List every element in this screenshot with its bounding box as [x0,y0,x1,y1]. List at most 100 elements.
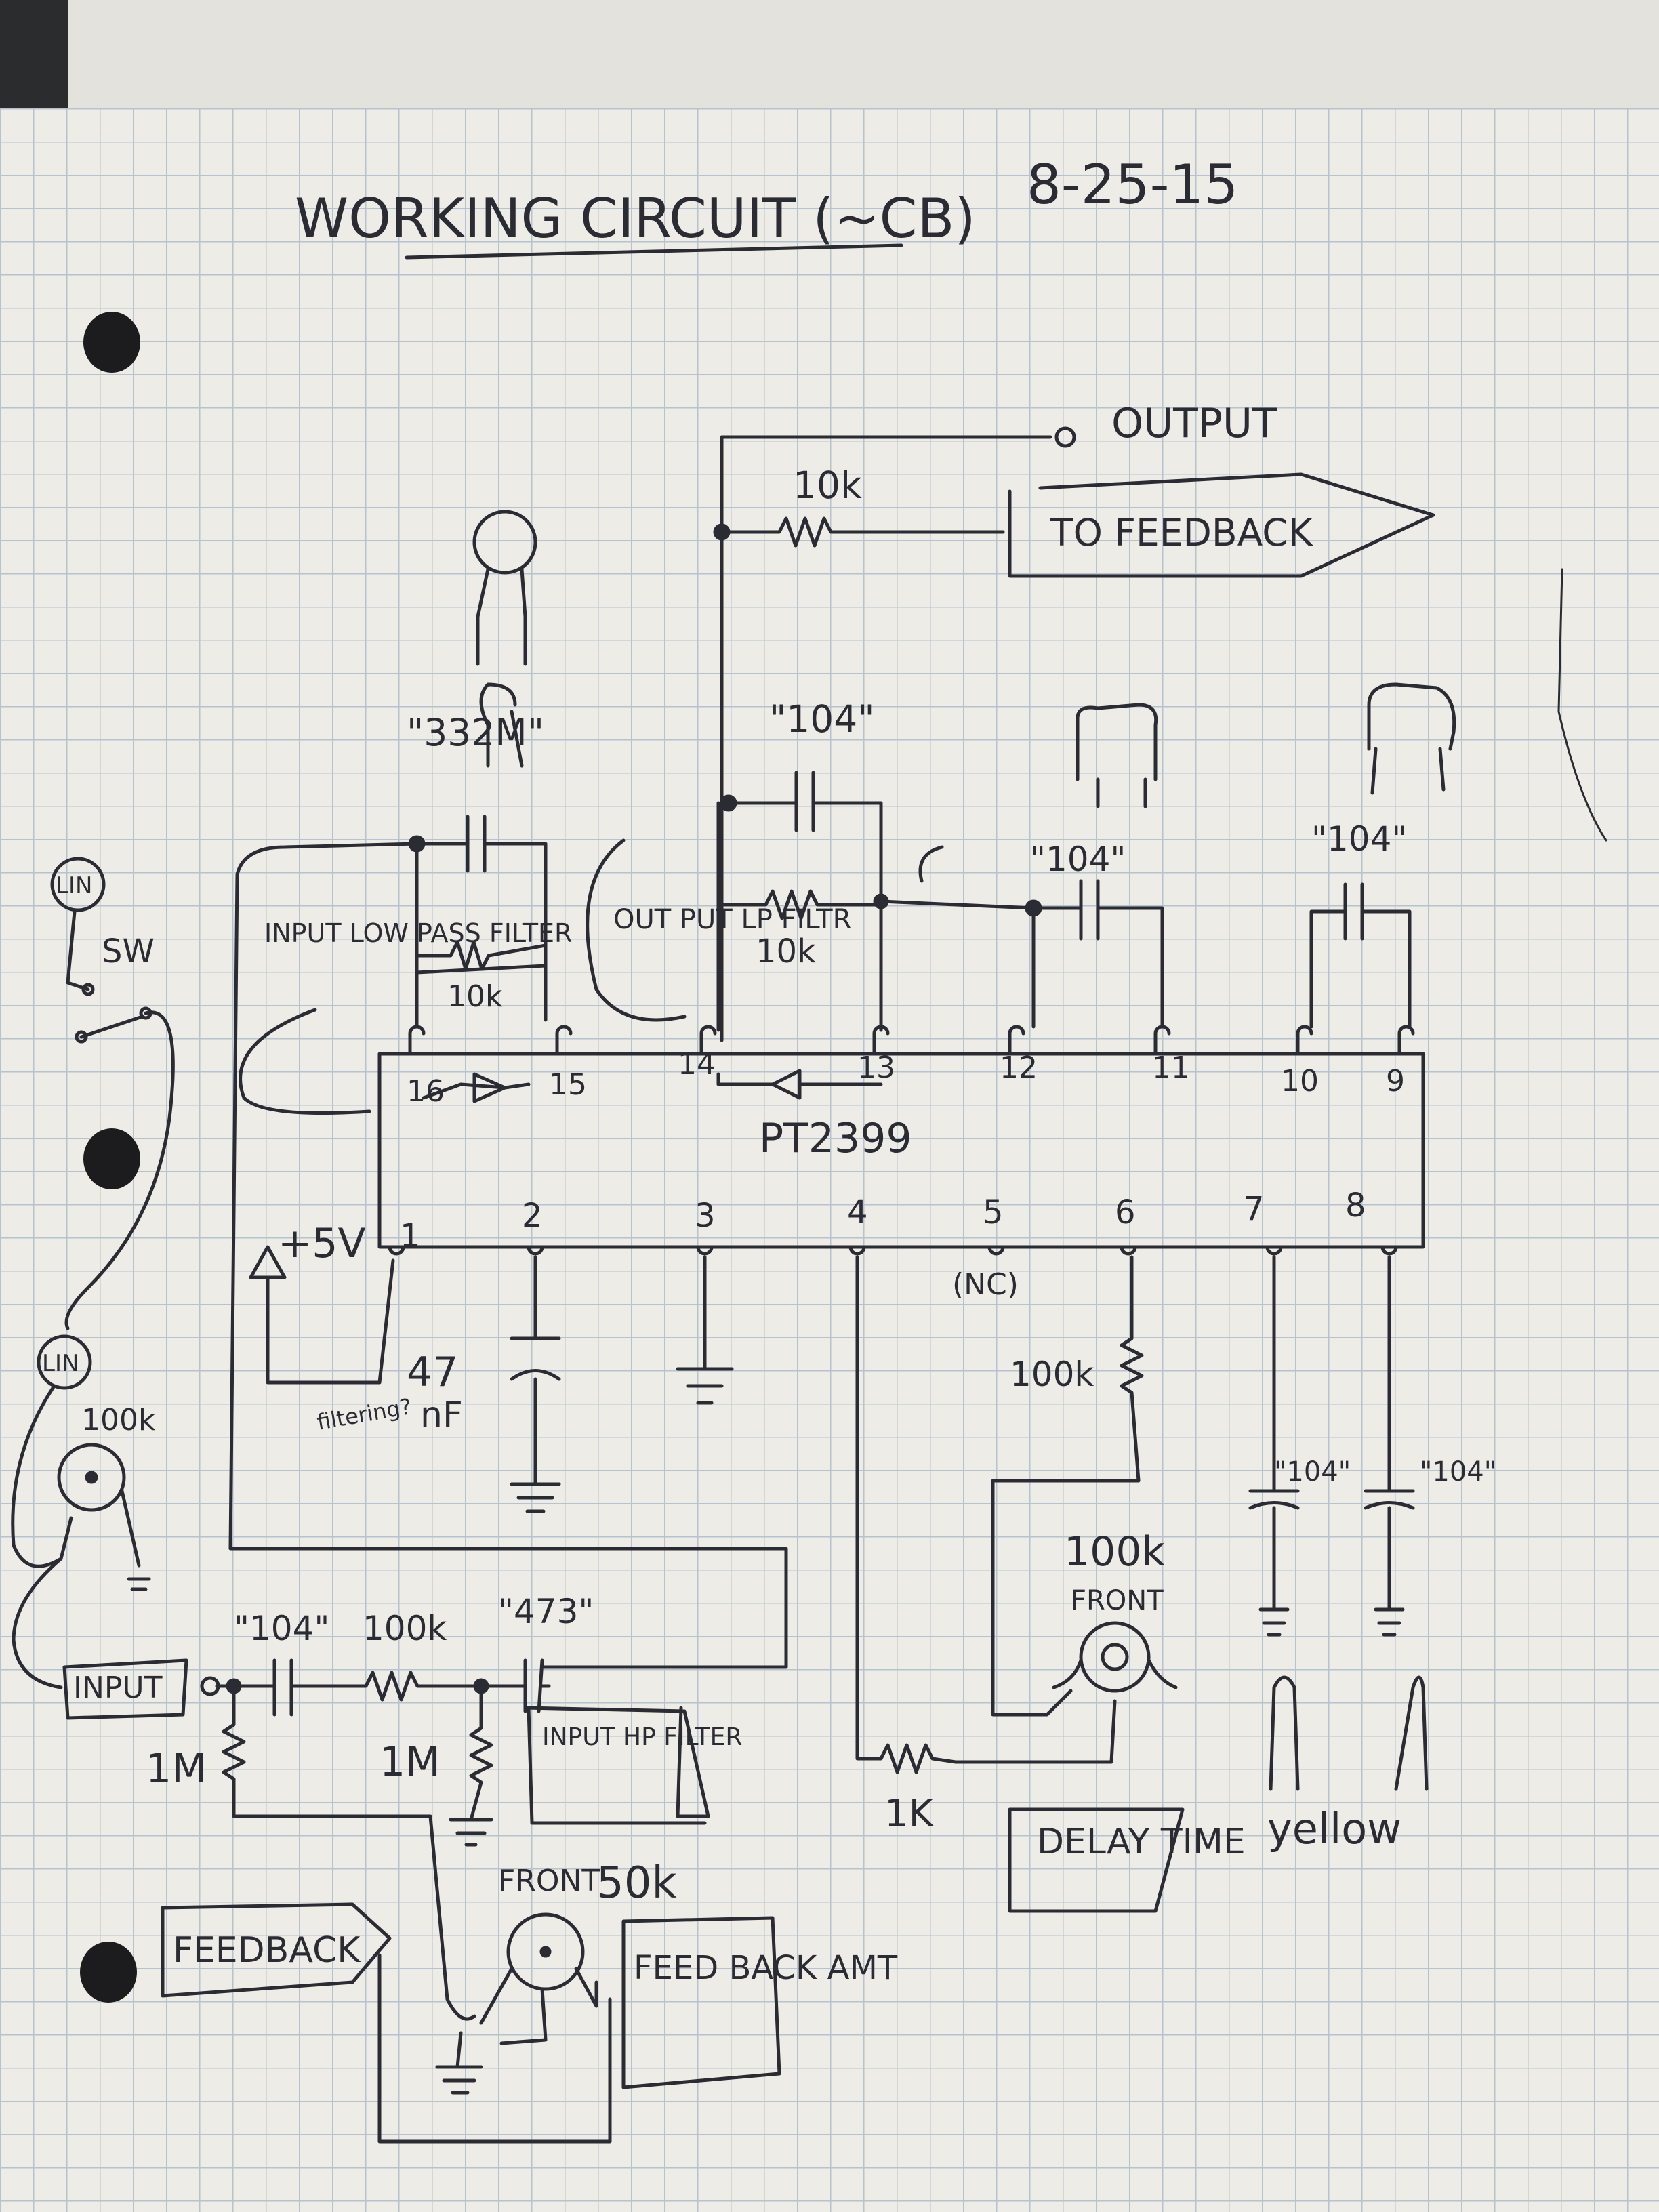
filtering-label: filtering? [315,1393,413,1435]
in-lp-bracket [239,1008,371,1115]
in-lp-filter-label: INPUT LOW PASS FILTER [264,918,572,948]
binder-holes [80,312,140,2003]
sw-label: SW [102,933,155,970]
page-title: WORKING CIRCUIT (~CB) [295,187,976,250]
lp-bracket [918,845,944,883]
res-100k-pin6-label: 100k [1010,1355,1094,1394]
lin-mid-label: LIN [42,1350,79,1377]
pot-delay-body [1079,1621,1151,1693]
pin-2: 2 [522,1197,543,1235]
yellow-cap-leads [1394,1675,1429,1791]
cap-104-feedback [720,771,883,900]
binder-hole [80,1942,137,2003]
pot-feedback-body [506,1912,585,1991]
res-1m-b-label: 1M [380,1738,441,1786]
cap-104-pin8 [1364,1255,1415,1637]
to-feedback-arrow [1008,472,1435,578]
resistor-1m-a [222,1684,476,2021]
labels: WORKING CIRCUIT (~CB) 8-25-15 OUTPUT 10k… [42,153,1496,1987]
cap-104-10-label: "104" [1311,819,1407,859]
pin-5: 5 [983,1193,1004,1231]
pin-9: 9 [1386,1064,1405,1099]
cap-104-top-label: "104" [769,697,875,741]
feedback-arrow [161,1902,392,1998]
output-label: OUTPUT [1111,400,1277,447]
in-hp-filter-label: INPUT HP FILTER [542,1723,742,1751]
out-lp-filter-label: OUT PUT LP FILTR [613,904,851,935]
stray-mark [1557,568,1607,842]
in-lp-res-label: 10k [447,979,503,1014]
pot-fb-value: 50k [596,1858,677,1908]
date-stamp: 8-25-15 [1027,153,1238,216]
ground-fb [435,2031,483,2095]
top-pin-numbers: 16 15 14 13 12 11 10 9 [407,1047,1405,1109]
cap-473-label: "473" [498,1592,594,1631]
switch-lever [64,1010,175,1330]
front-fb-label: FRONT [498,1864,600,1898]
pot-input-ground [120,1489,151,1591]
cap-47-label: 47 [407,1349,458,1396]
cap-104-in-label: "104" [234,1609,329,1648]
output-wire [720,435,1052,1042]
cap-47nf-ground [510,1255,561,1513]
ceramic-cap-icon [479,682,524,768]
buffer-14-13 [716,1069,883,1100]
lin-top-circle [50,857,106,912]
resistor-1m-b [449,1684,493,1847]
title-underline [405,243,903,260]
res-100k-in-label: 100k [363,1609,447,1648]
cap-104-12-label: "104" [1030,840,1126,879]
yellow-label: yellow [1267,1804,1401,1853]
feedback-amt-label: FEED BACK AMT [634,1949,898,1987]
pin-7: 7 [1244,1190,1265,1228]
pot-input-shaft [85,1471,98,1484]
pot-feedback-shaft [539,1946,552,1958]
resistor-10k-in-lp [415,842,548,1029]
cap-332m [235,815,548,1022]
cap-332m-label: "332M" [407,711,544,754]
pot-feedback-lugs [479,1967,598,2045]
wire [415,964,548,975]
output-terminal [1054,426,1076,448]
power-arrow [249,1245,287,1279]
film-cap-icon [1367,682,1456,795]
pin-16: 16 [407,1074,445,1109]
pot-delay-tabs [1052,1658,1178,1689]
lp-bracket-curve [586,838,687,1022]
binder-hole [83,1128,140,1189]
to-feedback-label: TO FEEDBACK [1050,511,1314,554]
cap-104-pin7-label: "104" [1274,1456,1351,1488]
out-lp-res-label: 10k [756,933,816,970]
pin-3: 3 [695,1197,716,1235]
pin-10: 10 [1281,1064,1319,1099]
film-cap-icon [1076,703,1158,808]
pin-13: 13 [857,1050,895,1085]
resistor-100k-pin6 [991,1255,1144,1717]
feedback-amt-box [621,1916,781,2089]
wire-plus5v [266,1258,395,1385]
pin-14: 14 [678,1047,716,1082]
res-1m-a-label: 1M [146,1745,207,1793]
pin5-nc-label: (NC) [952,1267,1019,1302]
ceramic-cap-disc [472,510,537,575]
pot-input-body [57,1443,126,1512]
input-wire [11,1384,73,1568]
wire-13-12 [879,899,1036,1029]
ceramic-cap-legs [476,567,527,666]
resistor-1k [855,1255,1117,1774]
pin-1: 1 [400,1217,421,1255]
input-hp-box-edge [523,1706,710,1818]
binder-hole [83,312,140,373]
input-label: INPUT [73,1671,163,1705]
bottom-pin-stubs [388,1245,1398,1256]
lin-top-label: LIN [56,872,92,899]
pin-12: 12 [1000,1050,1038,1085]
ic-name: PT2399 [759,1115,912,1162]
pin-15: 15 [549,1067,587,1102]
pot-delay-value: 100k [1064,1528,1166,1576]
res-1k-label: 1K [884,1792,935,1836]
lin-mid-circle [37,1334,92,1390]
ic-body [377,1052,1425,1249]
bottom-pin-numbers: 1 2 3 4 5 6 7 8 [400,1187,1366,1255]
